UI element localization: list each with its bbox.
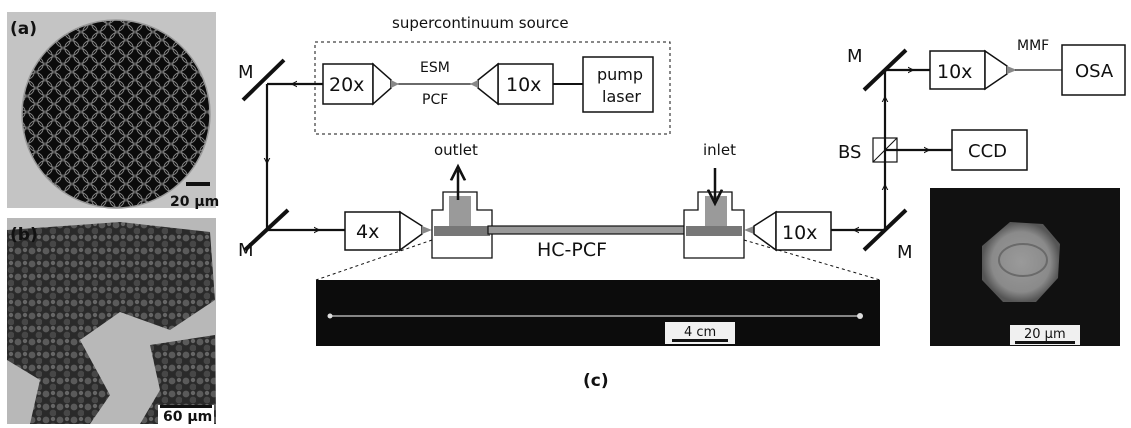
fiber-photo: 4 cm [316,280,880,346]
objective-10x-in-tip [744,226,754,234]
panel-c-tag: (c) [583,371,609,391]
mirror-bottom-right-label: M [897,242,913,263]
particle-cluster-2 [140,335,216,424]
panel-c: supercontinuum source pump laser 10x 20x… [238,14,1126,281]
hcpcf-label: HC-PCF [537,239,607,261]
objective-10x-source-tip [470,80,478,88]
mirror-top-right-label: M [847,46,863,67]
source-title: supercontinuum source [392,14,569,32]
panel-a-scale-label: 20 µm [170,194,219,210]
pump-label-1: pump [597,65,643,84]
mirror-top-left [241,58,286,102]
particle-cluster [7,222,215,424]
panel-a-tag: (a) [10,19,37,39]
fiber-photo-scale-bg [665,322,735,344]
mirror-bottom-left-label: M [238,240,254,261]
osa-box [1061,44,1126,96]
osa-label: OSA [1075,61,1114,82]
ccd-box [951,129,1028,171]
ccd-label: CCD [968,141,1007,162]
objective-10x-det-tip [1007,66,1017,74]
objective-10x-det [929,50,986,90]
objective-10x-det-cone [984,49,1008,91]
zoom-line-left [315,239,433,281]
panel-a: (a) 20 µm [7,12,219,210]
obj-10x-src-label: 10x [506,74,541,96]
obj-10x-in-label: 10x [782,222,817,244]
objective-4x-tip [422,226,432,234]
mode-scale-bar [1015,341,1075,344]
inlet-cell-window [686,226,742,236]
panel-b-scale-label: 60 µm [163,409,212,425]
mirror-bottom-left [243,208,290,252]
objective-20x-tip [391,80,399,88]
pump-label-2: laser [602,87,641,106]
fiber-scale-label: 4 cm [684,325,716,340]
outlet-cell-window [434,226,490,236]
fiber-cross-section [22,20,210,208]
mode-image: 20 µm [930,188,1120,346]
mmf-label: MMF [1017,38,1049,54]
objective-20x-cone [372,62,392,106]
bs-label: BS [838,142,861,163]
pump-laser-box [582,56,654,113]
mode-scale-bg [1010,325,1080,345]
mirror-top-left-label: M [238,62,254,83]
panel-b: (b) 60 µm [7,218,216,425]
fiber-photo-image [316,280,880,346]
panel-b-scale-bar [158,405,214,424]
mode-profile [982,222,1060,302]
inlet-label: inlet [703,141,736,159]
source-dashed-box [314,41,671,135]
esm-label: ESM [420,60,450,76]
objective-20x [322,63,374,105]
panel-a-scale-bar [186,182,210,186]
fiber-photo-end-left [327,313,333,319]
mode-scale-label: 20 µm [1024,327,1066,342]
mode-core-ring [998,243,1048,277]
obj-10x-det-label: 10x [937,61,972,83]
objective-10x-source [497,63,554,105]
objective-4x [344,211,401,251]
obj-20x-label: 20x [329,74,364,96]
panel-b-tag: (b) [10,225,38,245]
obj-4x-label: 4x [356,221,379,243]
fiber-cladding-edge [21,19,211,209]
panel-b-scale-line [160,405,212,408]
fiber-scale-bar [672,339,728,342]
pcf-label: PCF [422,92,448,108]
fiber-photo-end-right [857,313,863,319]
objective-10x-source-cone [477,62,499,106]
hcpcf-fiber [487,225,689,235]
outlet-label: outlet [434,141,478,159]
